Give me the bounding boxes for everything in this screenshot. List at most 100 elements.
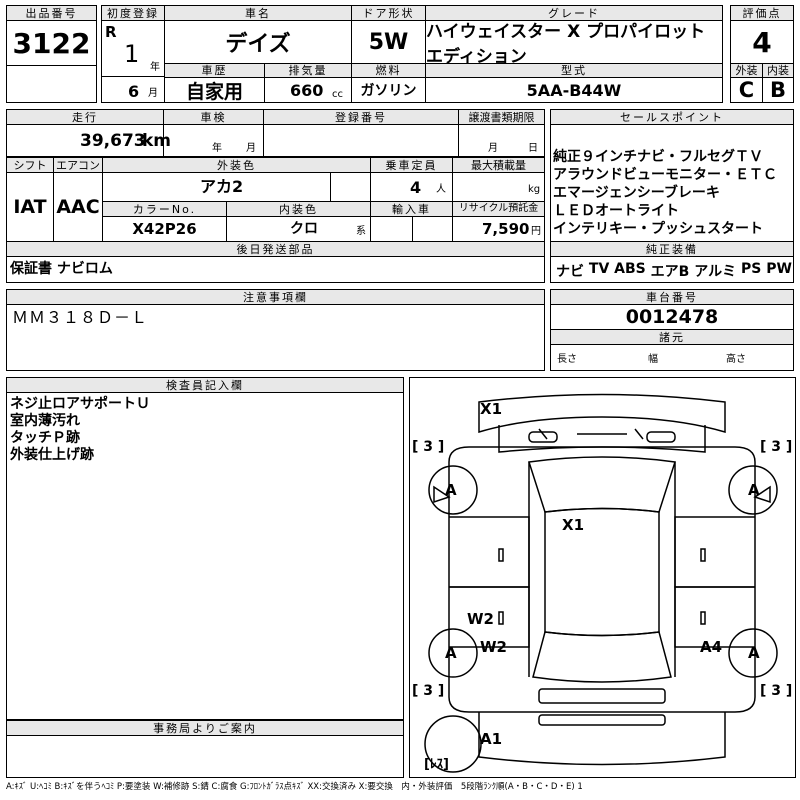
score-label: 評価点 [730,5,794,21]
history-value: 自家用 [164,77,265,103]
tire-front-left-mark: A [445,481,457,499]
first-registration-month: 6 [128,82,140,101]
spare-tire-mark: [ﾚｽ] [424,757,449,772]
damage-mark-x1-front: X1 [480,400,503,418]
width-label: 幅 [648,354,658,365]
tread-front-right: [ 3 ] [760,439,793,455]
max-load-unit: kg [528,184,541,195]
registration-number-box [263,124,459,157]
damage-mark-a4: A4 [700,638,723,656]
model-code-label: 型式 [425,63,723,78]
exterior-label: 外装 [730,63,763,78]
interior-grade: B [762,77,794,103]
inspector-note-line: タッチＰ跡 [10,430,80,446]
equipment-item: ABS [614,261,646,277]
office-notice-label: 事務局よりご案内 [6,720,404,736]
exterior-color-label: 外装色 [102,157,371,173]
first-registration-year: 1 [124,40,140,68]
sales-point-line: 純正９インチナビ・フルセグＴＶ [553,149,763,165]
recycle-label: リサイクル預託金 [452,201,545,217]
lot-number-blank [6,65,97,103]
lot-number-value: 3122 [6,20,97,66]
color-number-label: カラーNo. [102,201,227,217]
office-notice-box [6,735,404,778]
grade-value: ハイウェイスター X プロパイロットエディション [425,20,723,67]
damage-diagram-frame [409,377,796,778]
chassis-number-value: 0012478 [550,304,794,330]
length-label: 長さ [557,354,577,365]
tire-front-right-mark: A [748,481,760,499]
dimensions-label: 諸元 [550,329,794,345]
equipment-item: ナビ [556,264,584,280]
equipment-item: エアB [650,264,690,280]
model-code-value: 5AA-B44W [425,77,723,103]
inspector-note-line: 外装仕上げ跡 [10,447,94,463]
inspector-notes-box [6,392,404,720]
notes-value: ＭＭ３１８Ｄ－Ｌ [12,308,149,327]
inspector-note-line: ネジ止ロアサポートＵ [10,396,150,412]
transfer-day-unit: 日 [528,143,538,154]
damage-mark-a1: A1 [480,730,503,748]
sales-point-line: ＬＥＤオートライト [553,203,679,219]
aircon-value: AAC [53,172,103,242]
later-parts-label: 後日発送部品 [6,241,545,257]
sales-point-line: インテリキー・プッシュスタート [553,221,763,237]
damage-mark-x1-roof: X1 [562,516,585,534]
equipment-item: アルミ [694,264,737,280]
displacement-unit: cc [332,89,343,100]
standard-equipment-label: 純正装備 [550,241,794,257]
notes-box [6,304,545,371]
equipment-item: TV [588,261,610,277]
shift-label: シフト [6,157,54,173]
aircon-label: エアコン [53,157,103,173]
car-name-label: 車名 [164,5,352,21]
interior-color-value: クロ [290,221,318,237]
color-number-value: X42P26 [102,216,227,242]
capacity-value: 4 [410,178,422,197]
first-registration-label: 初度登録 [101,5,165,21]
max-load-label: 最大積載量 [452,157,545,173]
displacement-label: 排気量 [264,63,352,78]
sales-point-line: アラウンドビューモニター・ＥＴＣ [553,167,777,183]
shift-value: IAT [6,172,54,242]
chassis-number-label: 車台番号 [550,289,794,305]
door-type-value: 5W [351,20,426,64]
height-label: 高さ [726,354,746,365]
lot-number-label: 出品番号 [6,5,97,21]
interior-color-label: 内装色 [226,201,371,217]
door-type-label: ドア形状 [351,5,426,21]
mileage-value: 39,673 [80,131,146,151]
inspection-label: 車検 [163,109,264,125]
inspection-year-unit: 年 [212,143,222,154]
registration-number-label: 登録番号 [263,109,459,125]
damage-mark-w2-a: W2 [467,610,494,628]
equipment-item: PS [740,261,762,277]
transfer-deadline-label: 譲渡書類期限 [458,109,545,125]
interior-label: 内装 [762,63,794,78]
tread-front-left: [ 3 ] [412,439,445,455]
exterior-grade: C [730,77,763,103]
standard-equipment-box [550,256,794,283]
fuel-value: ガソリン [351,77,426,103]
displacement-value: 660 [290,81,324,100]
transfer-deadline-box [458,124,545,157]
tire-rear-right-mark: A [748,644,760,662]
sales-point-line: エマージェンシーブレーキ [553,185,720,201]
inspector-note-line: 室内薄汚れ [10,413,80,429]
capacity-label: 乗車定員 [370,157,453,173]
import-label: 輸入車 [370,201,453,217]
year-unit: 年 [150,62,160,73]
interior-color-unit: 系 [356,226,366,237]
recycle-value: 7,590 [482,220,530,238]
first-registration-divider [101,76,165,77]
month-unit: 月 [148,88,158,99]
exterior-color-value: アカ2 [200,177,244,196]
tread-rear-right: [ 3 ] [760,683,793,699]
tread-rear-left: [ 3 ] [412,683,445,699]
fuel-label: 燃料 [351,63,426,78]
damage-legend: A:ｷｽﾞ U:ﾍｺﾐ B:ｷｽﾞを伴うﾍｺﾐ P:要塗装 W:補修跡 S:錆 … [6,782,583,792]
inspection-month-unit: 月 [246,143,256,154]
recycle-unit: 円 [531,226,541,237]
later-parts-box [6,256,545,283]
mileage-label: 走行 [6,109,164,125]
